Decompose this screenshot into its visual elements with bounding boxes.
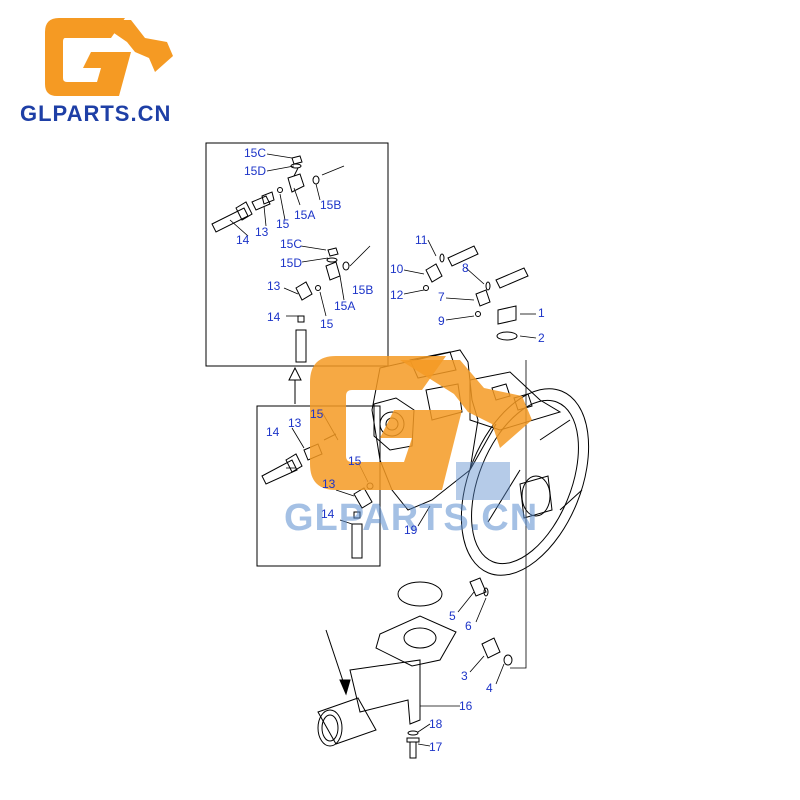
- brand-logo-icon: [45, 18, 173, 96]
- detail-inset-frame-upper: [205, 142, 389, 367]
- callout-label: 15B: [352, 283, 374, 297]
- brand-name: GLPARTS.CN: [20, 101, 172, 126]
- callout-label: 15A: [294, 208, 316, 222]
- callout-label: 8: [462, 261, 469, 275]
- callout-label: 11: [415, 233, 428, 247]
- callout-label: 16: [459, 699, 473, 713]
- callout-label: 13: [267, 279, 281, 293]
- mounting-bracket: [317, 615, 457, 747]
- callout-label: 14: [321, 507, 335, 521]
- callout-label: 3: [461, 669, 468, 683]
- callout-label: 17: [429, 740, 443, 754]
- callout-label: 15: [348, 454, 362, 468]
- callout-label: 15: [276, 217, 290, 231]
- callout-label: 13: [322, 477, 336, 491]
- callout-label: 15: [310, 407, 324, 421]
- callout-label: 13: [288, 416, 302, 430]
- fittings-upper-right: [423, 245, 529, 341]
- callout-label: 7: [438, 290, 445, 304]
- o-ring: [397, 581, 443, 607]
- callout-label: 2: [538, 331, 545, 345]
- flywheel-housing: [460, 388, 590, 576]
- callout-label: 18: [429, 717, 443, 731]
- callout-label: 10: [390, 262, 404, 276]
- callout-label: 15C: [280, 237, 303, 251]
- leader-lines: [229, 153, 537, 747]
- callout-label: 5: [449, 609, 456, 623]
- watermark-text: GLPARTS.CN: [284, 497, 539, 539]
- callout-label: 15B: [320, 198, 342, 212]
- callout-label: 15D: [280, 256, 303, 270]
- callout-label: 1: [538, 306, 545, 320]
- callout-label: 15: [320, 317, 334, 331]
- callout-label: 14: [267, 310, 281, 324]
- drain-plugs: [469, 577, 513, 666]
- callout-label: 12: [390, 288, 404, 302]
- callout-label: 13: [255, 225, 269, 239]
- callout-label: 6: [465, 619, 472, 633]
- callout-label: 14: [266, 425, 280, 439]
- callout-label: 15C: [244, 146, 267, 160]
- callout-label: 15D: [244, 164, 267, 178]
- callout-label: 14: [236, 233, 250, 247]
- bottom-bolts: [406, 730, 420, 759]
- callout-label: 9: [438, 314, 445, 328]
- watermark-logo-icon: [310, 356, 532, 500]
- callout-label: 19: [404, 523, 418, 537]
- callout-label: 15A: [334, 299, 356, 313]
- callout-label: 4: [486, 681, 493, 695]
